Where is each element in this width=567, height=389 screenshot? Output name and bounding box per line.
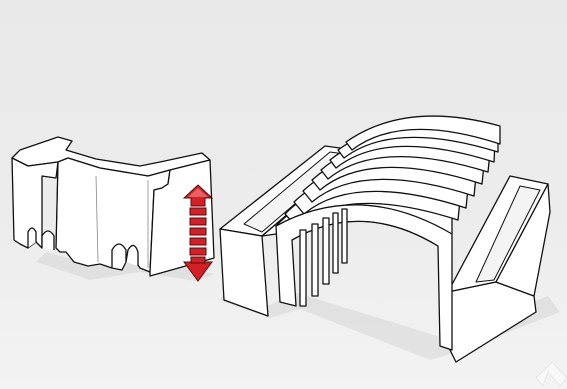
corner-watermark-shape — [536, 362, 567, 386]
left-block-front — [220, 229, 268, 316]
arch-opening-1 — [28, 228, 36, 248]
arched-wall-object[interactable] — [12, 137, 214, 276]
arch-opening-2 — [42, 231, 54, 250]
